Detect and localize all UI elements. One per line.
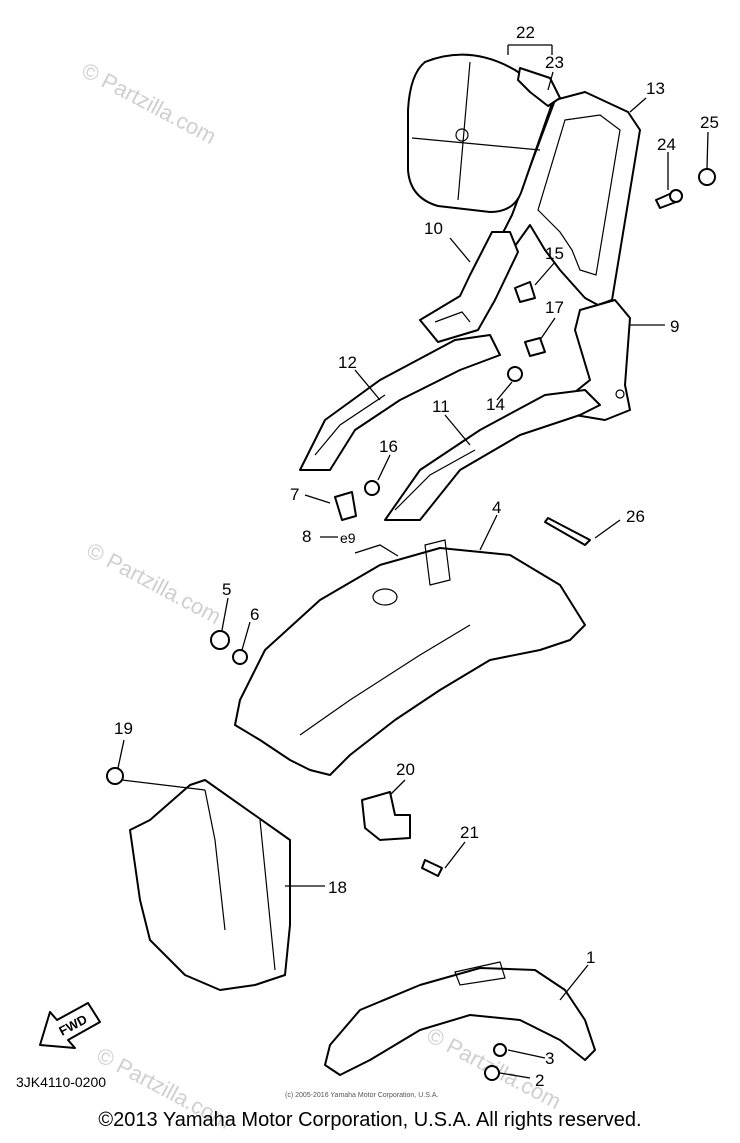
part-26-strip[interactable]	[544, 517, 591, 546]
callout-5: 5	[222, 580, 231, 599]
part-20-bracket[interactable]	[361, 791, 411, 841]
part-11-right-rail[interactable]	[384, 389, 601, 521]
callout-25: 25	[700, 113, 719, 132]
callout-3: 3	[545, 1049, 554, 1068]
callout-13: 13	[646, 79, 665, 98]
callout-12: 12	[338, 353, 357, 372]
callout-20: 20	[396, 760, 415, 779]
part-4-rear-fender[interactable]	[234, 539, 586, 776]
leader-lines	[117, 44, 709, 1079]
part-5-grommet[interactable]	[210, 630, 230, 650]
part-8-clip[interactable]: e9	[340, 530, 356, 546]
watermark-2: © Partzilla.com	[83, 537, 226, 629]
callout-22: 22	[516, 23, 535, 42]
part-25-nut[interactable]	[698, 168, 716, 186]
callout-14: 14	[486, 395, 505, 414]
drawing-code: 3JK4110-0200	[16, 1074, 106, 1090]
part-10-bracket[interactable]	[419, 231, 519, 343]
callout-1: 1	[586, 948, 595, 967]
callout-10: 10	[424, 219, 443, 238]
callout-6: 6	[250, 605, 259, 624]
svg-text:e9: e9	[340, 530, 356, 546]
part-15-bolt[interactable]	[514, 281, 536, 303]
callout-26: 26	[626, 507, 645, 526]
copyright-notice: ©2013 Yamaha Motor Corporation, U.S.A. A…	[98, 1109, 642, 1131]
callout-4: 4	[492, 498, 501, 517]
part-7-bolt[interactable]	[334, 491, 357, 521]
callout-19: 19	[114, 719, 133, 738]
fwd-arrow: FWD	[39, 1002, 101, 1049]
part-24-bolt[interactable]	[655, 189, 683, 209]
part-17-bolt[interactable]	[524, 337, 546, 357]
watermark-1: © Partzilla.com	[78, 57, 221, 149]
part-3-nut[interactable]	[493, 1043, 507, 1057]
callout-16: 16	[379, 437, 398, 456]
callout-17: 17	[545, 298, 564, 317]
fasteners: e9	[106, 168, 716, 1081]
part-1-front-fender[interactable]	[324, 961, 596, 1076]
part-21-screw[interactable]	[421, 859, 443, 877]
callout-11: 11	[432, 397, 450, 416]
part-18-inner-fender[interactable]	[129, 779, 291, 991]
callout-18: 18	[328, 878, 347, 897]
part-12-left-rail[interactable]	[299, 334, 501, 471]
part-14-bolt[interactable]	[507, 366, 523, 382]
part-22-backrest-pad[interactable]	[407, 53, 553, 213]
part-19-bolt[interactable]	[106, 767, 124, 785]
callout-9: 9	[670, 317, 679, 336]
part-16-bolt[interactable]	[364, 480, 380, 496]
part-23-bracket[interactable]	[517, 67, 561, 107]
callout-8: 8	[302, 527, 311, 546]
part-2-bolt[interactable]	[484, 1065, 500, 1081]
callout-24: 24	[657, 135, 676, 154]
small-credit: (c) 2005-2016 Yamaha Motor Corporation, …	[285, 1092, 438, 1099]
callout-15: 15	[545, 244, 564, 263]
part-6-nut[interactable]	[232, 649, 248, 665]
callout-2: 2	[535, 1071, 544, 1090]
callout-23: 23	[545, 53, 564, 72]
callouts: 22 23 13 25 24 10 15 17 9 12 14 11 16 7 …	[114, 23, 719, 1090]
callout-21: 21	[460, 823, 479, 842]
callout-7: 7	[290, 485, 299, 504]
